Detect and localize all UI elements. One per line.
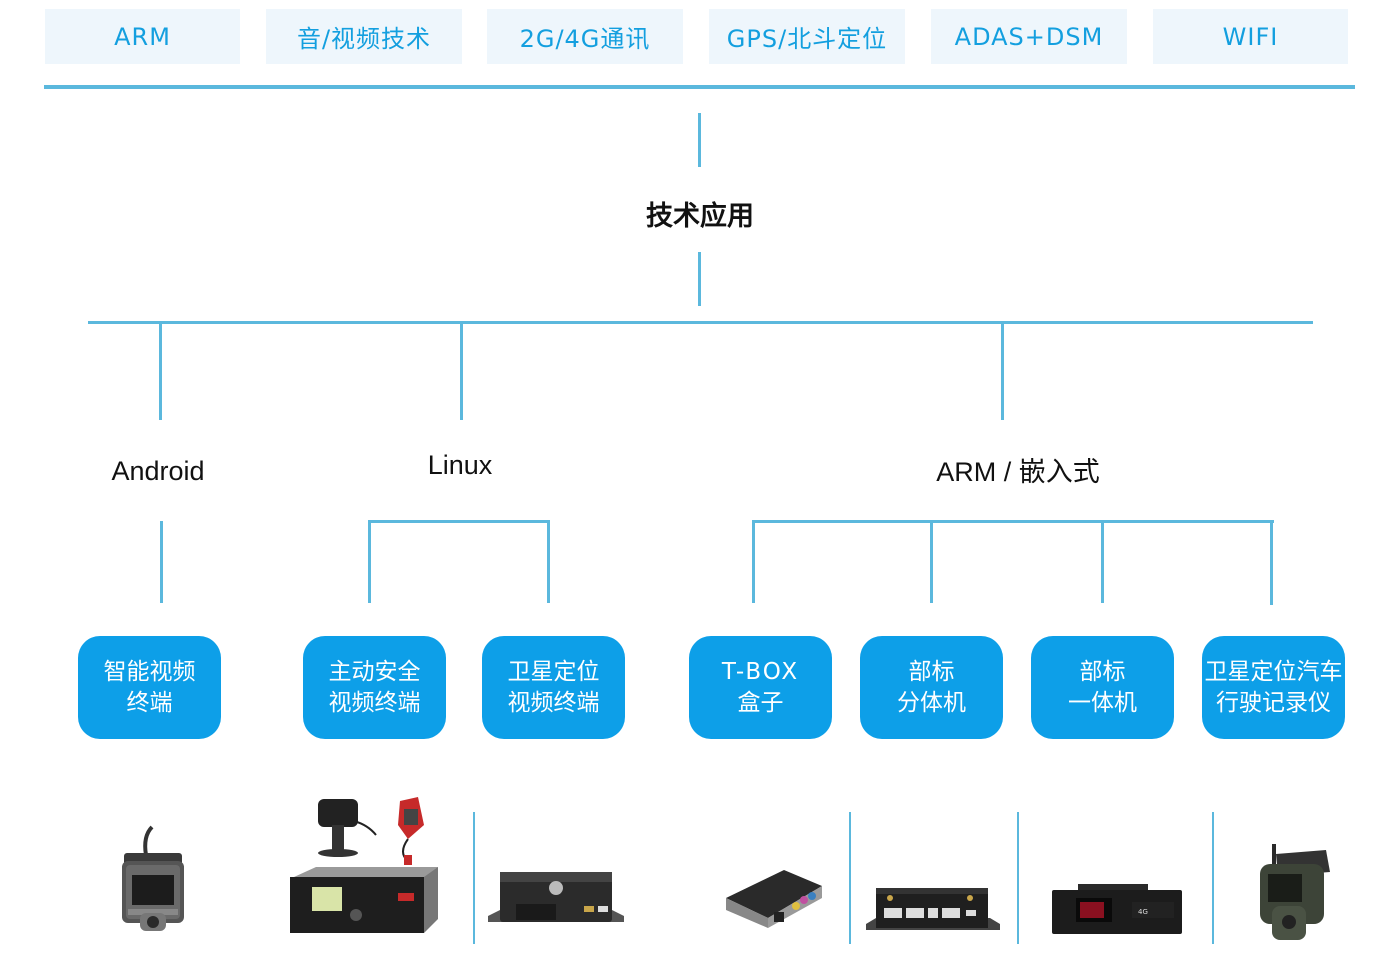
platform-arm-embedded: ARM / 嵌入式 [936, 457, 1100, 487]
split-unit-icon [866, 888, 1000, 930]
branch-arm-bar [752, 520, 1274, 523]
product-line1: 智能视频 [103, 658, 196, 685]
branch-arm-2 [930, 520, 933, 603]
product-line2: 盒子 [737, 689, 784, 716]
image-divider [473, 812, 475, 944]
tag-2g-4g: 2G/4G通讯 [487, 9, 683, 64]
integrated-unit-icon: 4G [1052, 884, 1182, 934]
center-title: 技术应用 [646, 201, 754, 232]
product-line1: 部标 [1079, 658, 1126, 685]
dashcam-icon [122, 825, 184, 931]
platform-linux: Linux [427, 450, 493, 480]
adas-dvr-kit-icon [290, 797, 438, 933]
product-split-unit[interactable]: 部标 分体机 [860, 636, 1003, 739]
branch-linux-right [547, 520, 550, 603]
product-satellite-video-terminal[interactable]: 卫星定位 视频终端 [482, 636, 625, 739]
connector-android [159, 322, 162, 420]
mobile-dvr-icon [488, 872, 624, 922]
tag-arm: ARM [45, 9, 240, 64]
image-divider [849, 812, 851, 944]
tag-adas-dsm: ADAS+DSM [931, 9, 1127, 64]
product-line1: 卫星定位 [507, 658, 600, 685]
image-divider [1017, 812, 1019, 944]
product-line1: 部标 [908, 658, 955, 685]
product-active-safety-terminal[interactable]: 主动安全 视频终端 [303, 636, 446, 739]
product-line2: 一体机 [1068, 689, 1137, 716]
product-tbox[interactable]: T-BOX 盒子 [689, 636, 832, 739]
product-line2: 分体机 [897, 689, 966, 716]
connector-arm [1001, 322, 1004, 420]
product-line2: 视频终端 [507, 689, 600, 716]
product-smart-video-terminal[interactable]: 智能视频 终端 [78, 636, 221, 739]
branch-linux-left [368, 520, 371, 603]
branch-linux-bar [368, 520, 550, 523]
connector-linux [460, 322, 463, 420]
product-line1: 主动安全 [328, 658, 421, 685]
platform-bus [88, 321, 1313, 324]
product-line1: T-BOX [721, 658, 800, 685]
svg-text:4G: 4G [1138, 908, 1148, 916]
tag-wifi: WIFI [1153, 9, 1348, 64]
driving-recorder-icon [1260, 844, 1330, 940]
tag-audio-video: 音/视频技术 [266, 9, 462, 64]
branch-android [160, 521, 163, 603]
product-driving-recorder[interactable]: 卫星定位汽车 行驶记录仪 [1202, 636, 1345, 739]
tbox-icon [726, 870, 822, 928]
product-integrated-unit[interactable]: 部标 一体机 [1031, 636, 1174, 739]
connector-title-down [698, 252, 701, 306]
product-line2: 行驶记录仪 [1216, 689, 1331, 716]
image-divider [1212, 812, 1214, 944]
branch-arm-4 [1270, 520, 1273, 605]
product-line2: 终端 [126, 689, 173, 716]
product-line1: 卫星定位汽车 [1204, 658, 1343, 685]
top-divider [44, 85, 1355, 89]
product-line2: 视频终端 [328, 689, 421, 716]
branch-arm-1 [752, 520, 755, 603]
connector-top [698, 113, 701, 167]
tag-gps-beidou: GPS/北斗定位 [709, 9, 905, 64]
platform-android: Android [111, 456, 205, 486]
branch-arm-3 [1101, 520, 1104, 603]
